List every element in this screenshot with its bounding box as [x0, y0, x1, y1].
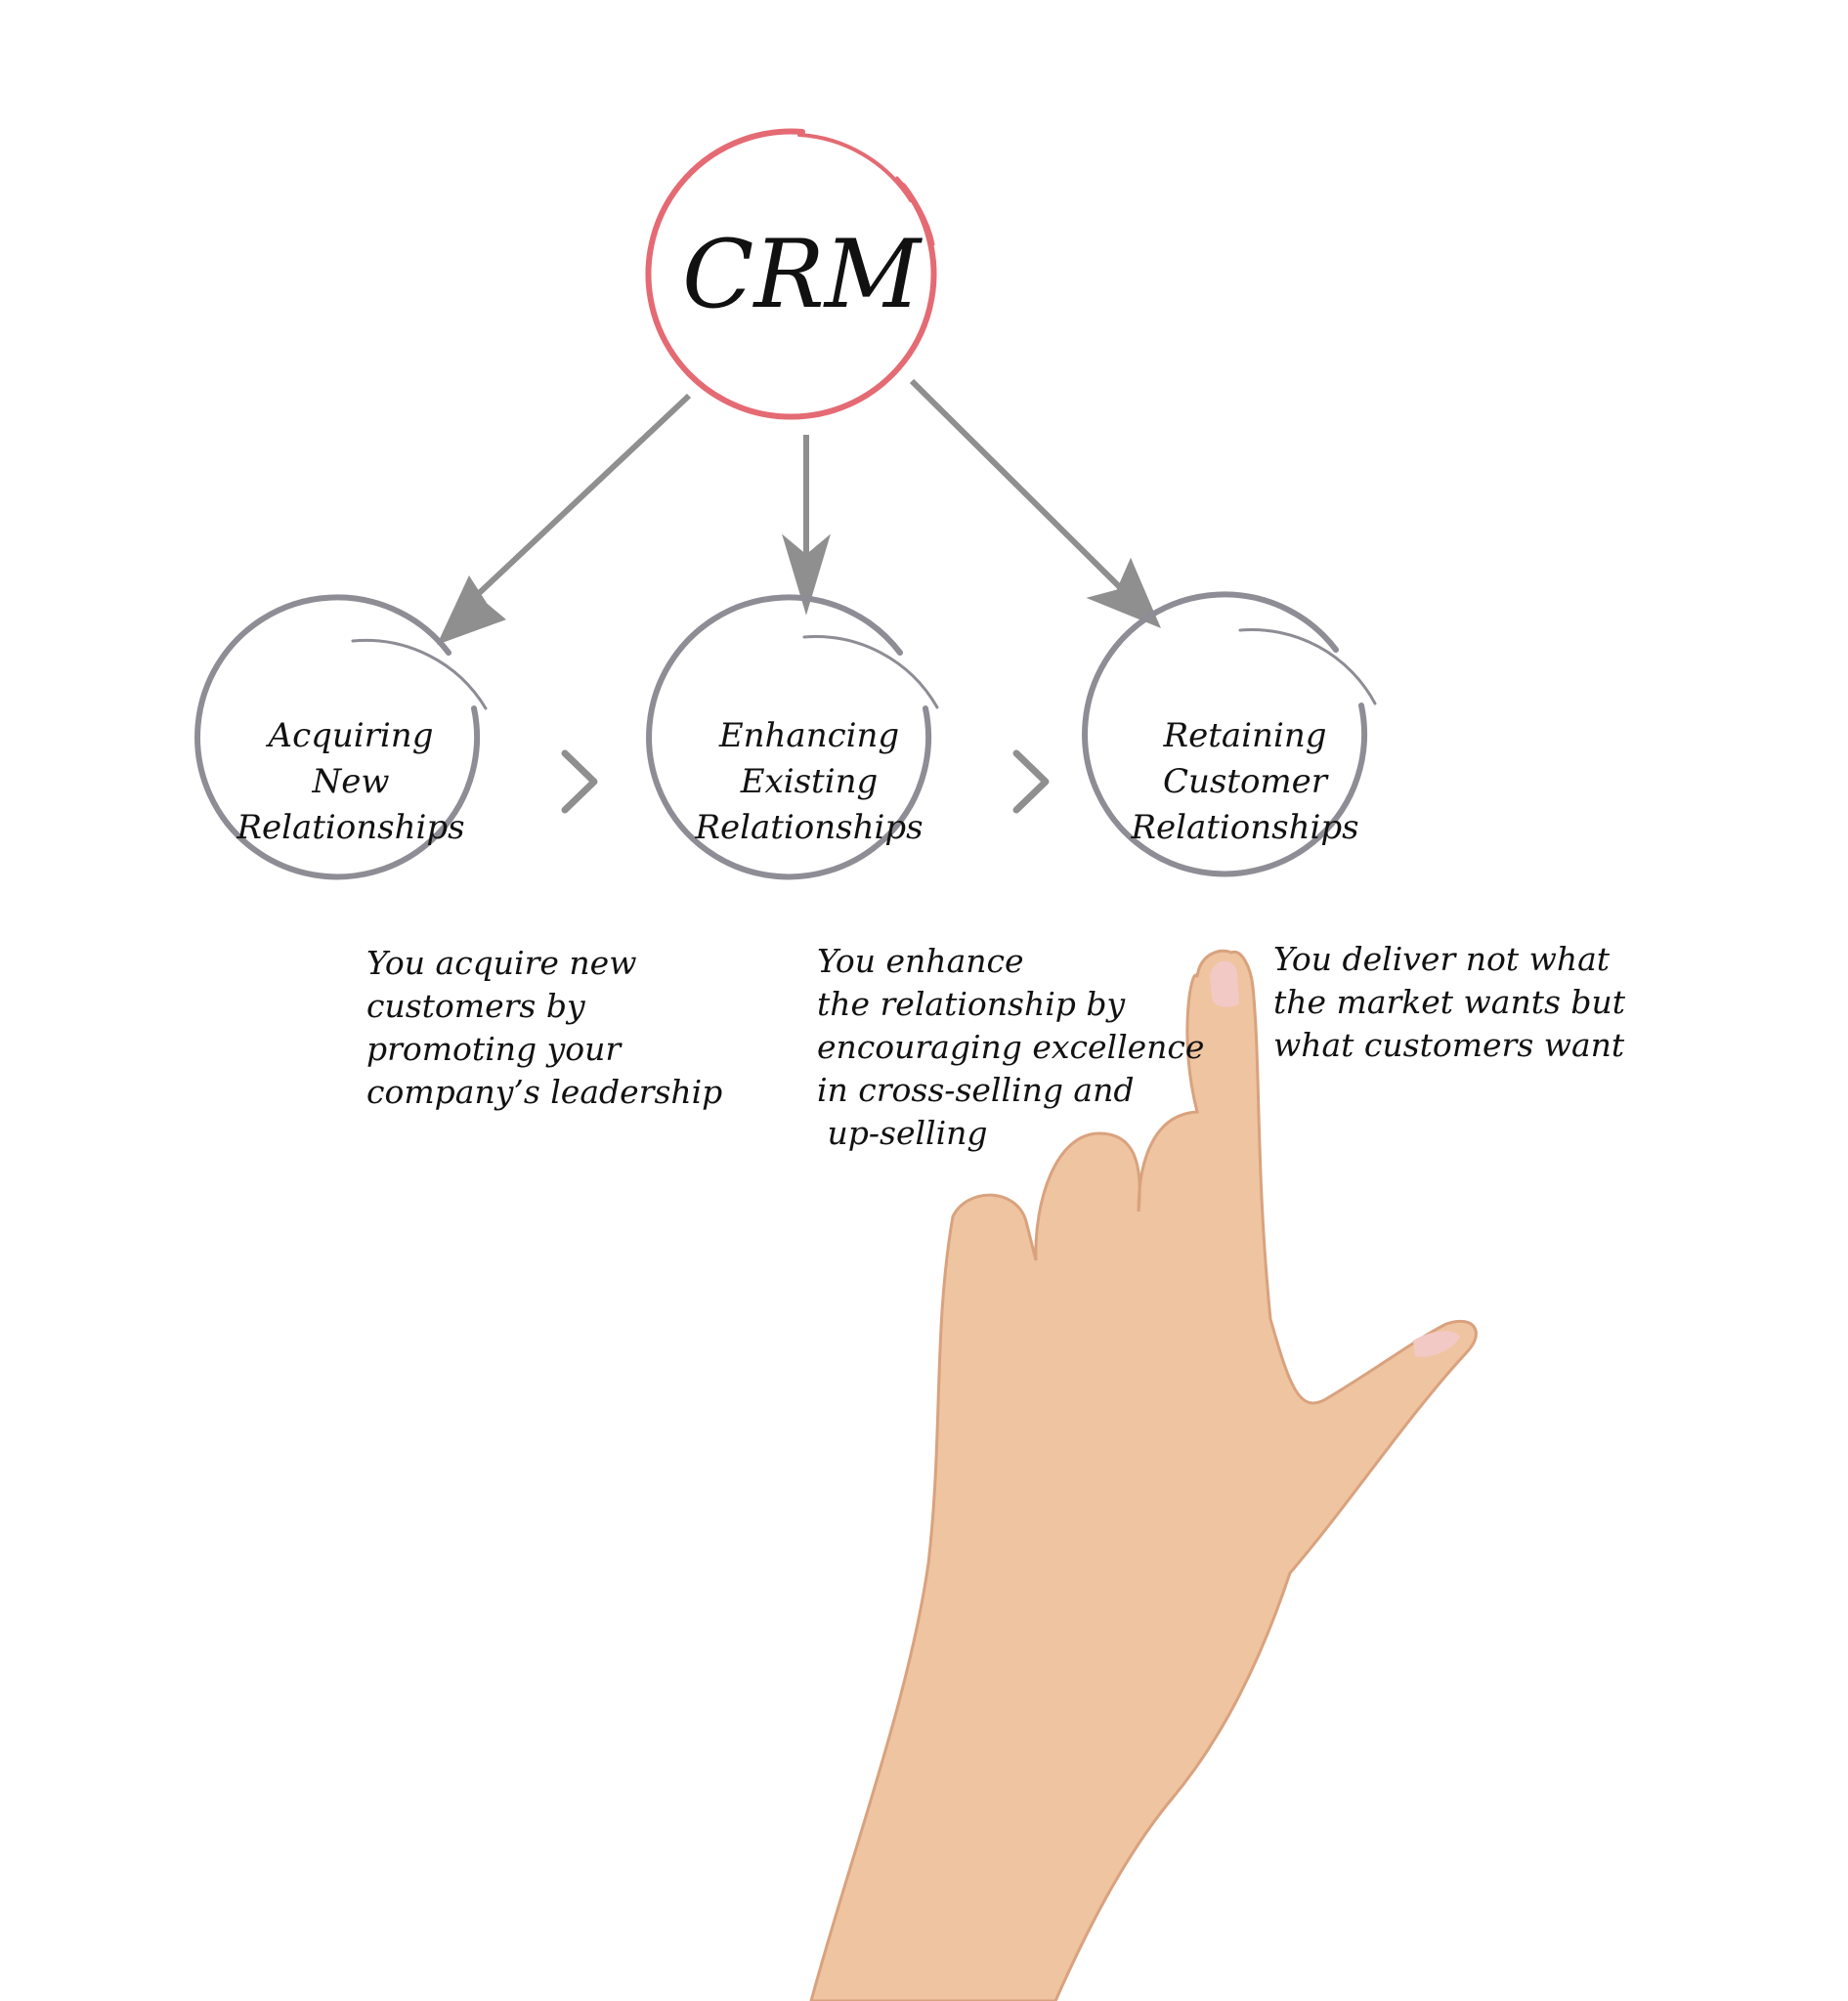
- chevron-right-icon: [561, 749, 598, 814]
- label-line: Acquiring: [268, 716, 434, 755]
- label-line: Relationships: [1131, 808, 1359, 847]
- description-acquiring: You acquire new customers by promoting y…: [366, 942, 722, 1114]
- node-label-retaining: Retaining Customer Relationships: [1103, 713, 1387, 851]
- arrow-to-acquiring-icon: [437, 393, 692, 645]
- description-line: up-selling: [817, 1114, 988, 1152]
- label-line: Relationships: [236, 808, 465, 847]
- description-line: company’s leadership: [366, 1073, 723, 1111]
- crm-root-circle: [645, 128, 937, 420]
- arrow-to-enhancing-icon: [782, 435, 831, 616]
- label-line: Existing: [740, 762, 879, 801]
- label-line: New: [312, 762, 390, 801]
- description-line: promoting your: [366, 1030, 622, 1068]
- description-line: in cross-selling and: [817, 1071, 1135, 1109]
- description-enhancing: You enhance the relationship by encourag…: [817, 940, 1204, 1155]
- description-line: You deliver not what: [1273, 940, 1611, 978]
- description-line: You acquire new: [366, 944, 637, 982]
- description-retaining: You deliver not what the market wants bu…: [1273, 938, 1625, 1067]
- description-line: the market wants but: [1273, 983, 1626, 1021]
- chevron-right-icon: [1012, 749, 1050, 814]
- arrow-to-retaining-icon: [909, 378, 1161, 628]
- description-line: what customers want: [1273, 1026, 1625, 1064]
- description-line: encouraging excellence: [817, 1028, 1205, 1066]
- label-line: Relationships: [695, 808, 924, 847]
- description-line: the relationship by: [817, 985, 1126, 1023]
- node-circle-acquiring: [194, 594, 488, 880]
- node-label-enhancing: Enhancing Existing Relationships: [667, 713, 951, 851]
- label-line: Customer: [1162, 762, 1328, 801]
- description-line: customers by: [366, 987, 585, 1025]
- label-line: Enhancing: [718, 716, 900, 755]
- node-circle-retaining: [1082, 591, 1377, 877]
- node-circle-enhancing: [646, 594, 939, 880]
- node-label-acquiring: Acquiring New Relationships: [209, 713, 493, 851]
- label-line: Retaining: [1163, 716, 1327, 755]
- pointing-hand-icon: [809, 949, 1478, 2001]
- description-line: You enhance: [817, 942, 1024, 980]
- crm-title: CRM: [681, 220, 922, 329]
